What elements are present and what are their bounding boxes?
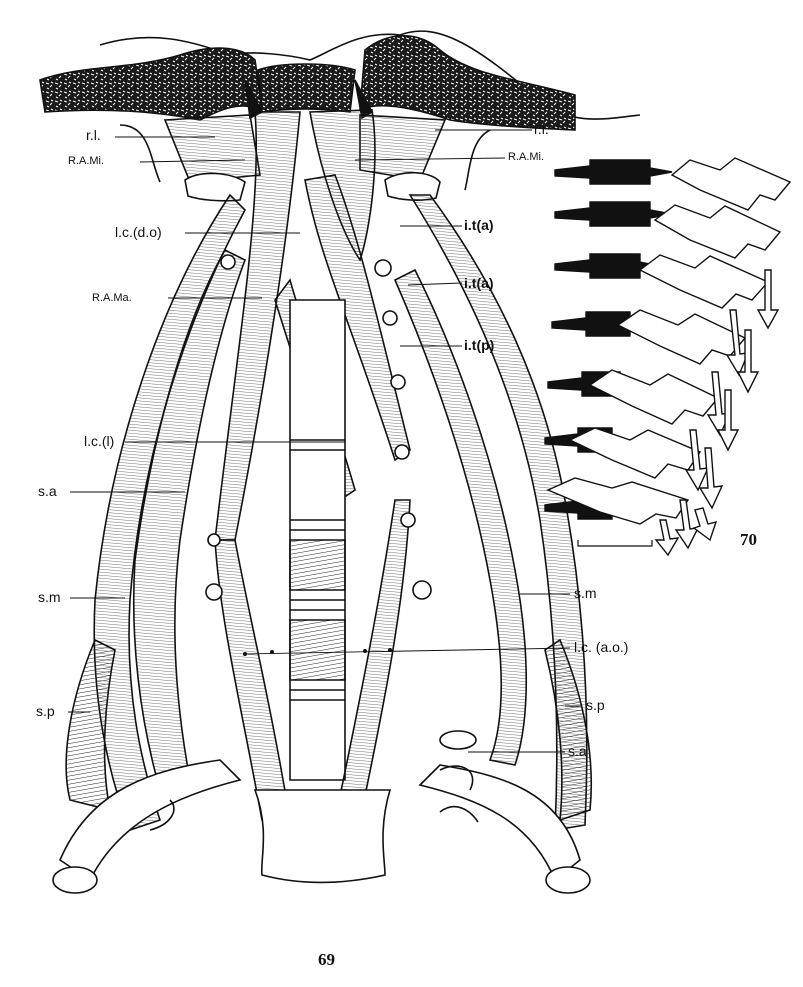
rectus-capitis-minor	[163, 114, 261, 183]
label-sp-right: s.p	[586, 697, 605, 713]
left-occipital-bone	[39, 47, 263, 121]
inset-figure	[544, 157, 792, 557]
label-ita-1: i.t(a)	[464, 217, 494, 233]
label-lcao: l.c. (a.o.)	[574, 639, 629, 655]
label-lcl: l.c.(l)	[84, 433, 115, 449]
manubrium	[253, 789, 392, 884]
label-rl-left: r.l.	[86, 127, 101, 143]
atlas-transverse-right	[384, 171, 441, 201]
label-rl-right: r.l.	[534, 121, 549, 137]
scalenus-medius-left	[93, 193, 246, 831]
label-sm-left: s.m	[38, 589, 61, 605]
label-sp-left: s.p	[36, 703, 55, 719]
figure-number-inset: 70	[740, 530, 757, 549]
inset-white-vertebrae	[546, 157, 792, 525]
atlas-transverse-left	[184, 172, 246, 202]
label-lcdo: l.c.(d.o)	[115, 224, 162, 240]
label-ita-2: i.t(a)	[464, 275, 494, 291]
label-itp: i.t(p)	[464, 337, 495, 353]
label-rami-left: R.A.Mi.	[68, 155, 105, 167]
longus-colli-lower-right	[334, 499, 411, 821]
first-rib-right	[418, 764, 581, 882]
leader-lines	[68, 129, 582, 753]
main-figure	[39, 30, 641, 894]
vertebral-column	[289, 299, 346, 781]
right-occipital-bone	[359, 34, 576, 131]
figure-number-main: 69	[318, 950, 335, 969]
leader-dots	[243, 648, 392, 656]
atlas-bone	[257, 63, 356, 113]
tubercles	[205, 254, 432, 601]
label-rami-right: R.A.Mi.	[508, 151, 545, 163]
label-rama: R.A.Ma.	[92, 292, 132, 304]
first-rib-left	[59, 759, 242, 882]
label-sm-right: s.m	[574, 585, 597, 601]
inset-arrows	[654, 269, 780, 557]
label-sa-left: s.a	[38, 483, 57, 499]
inset-scale-bar	[577, 540, 653, 547]
scalenus-anterior-right	[393, 268, 527, 766]
label-sa-right: s.a	[568, 743, 587, 759]
